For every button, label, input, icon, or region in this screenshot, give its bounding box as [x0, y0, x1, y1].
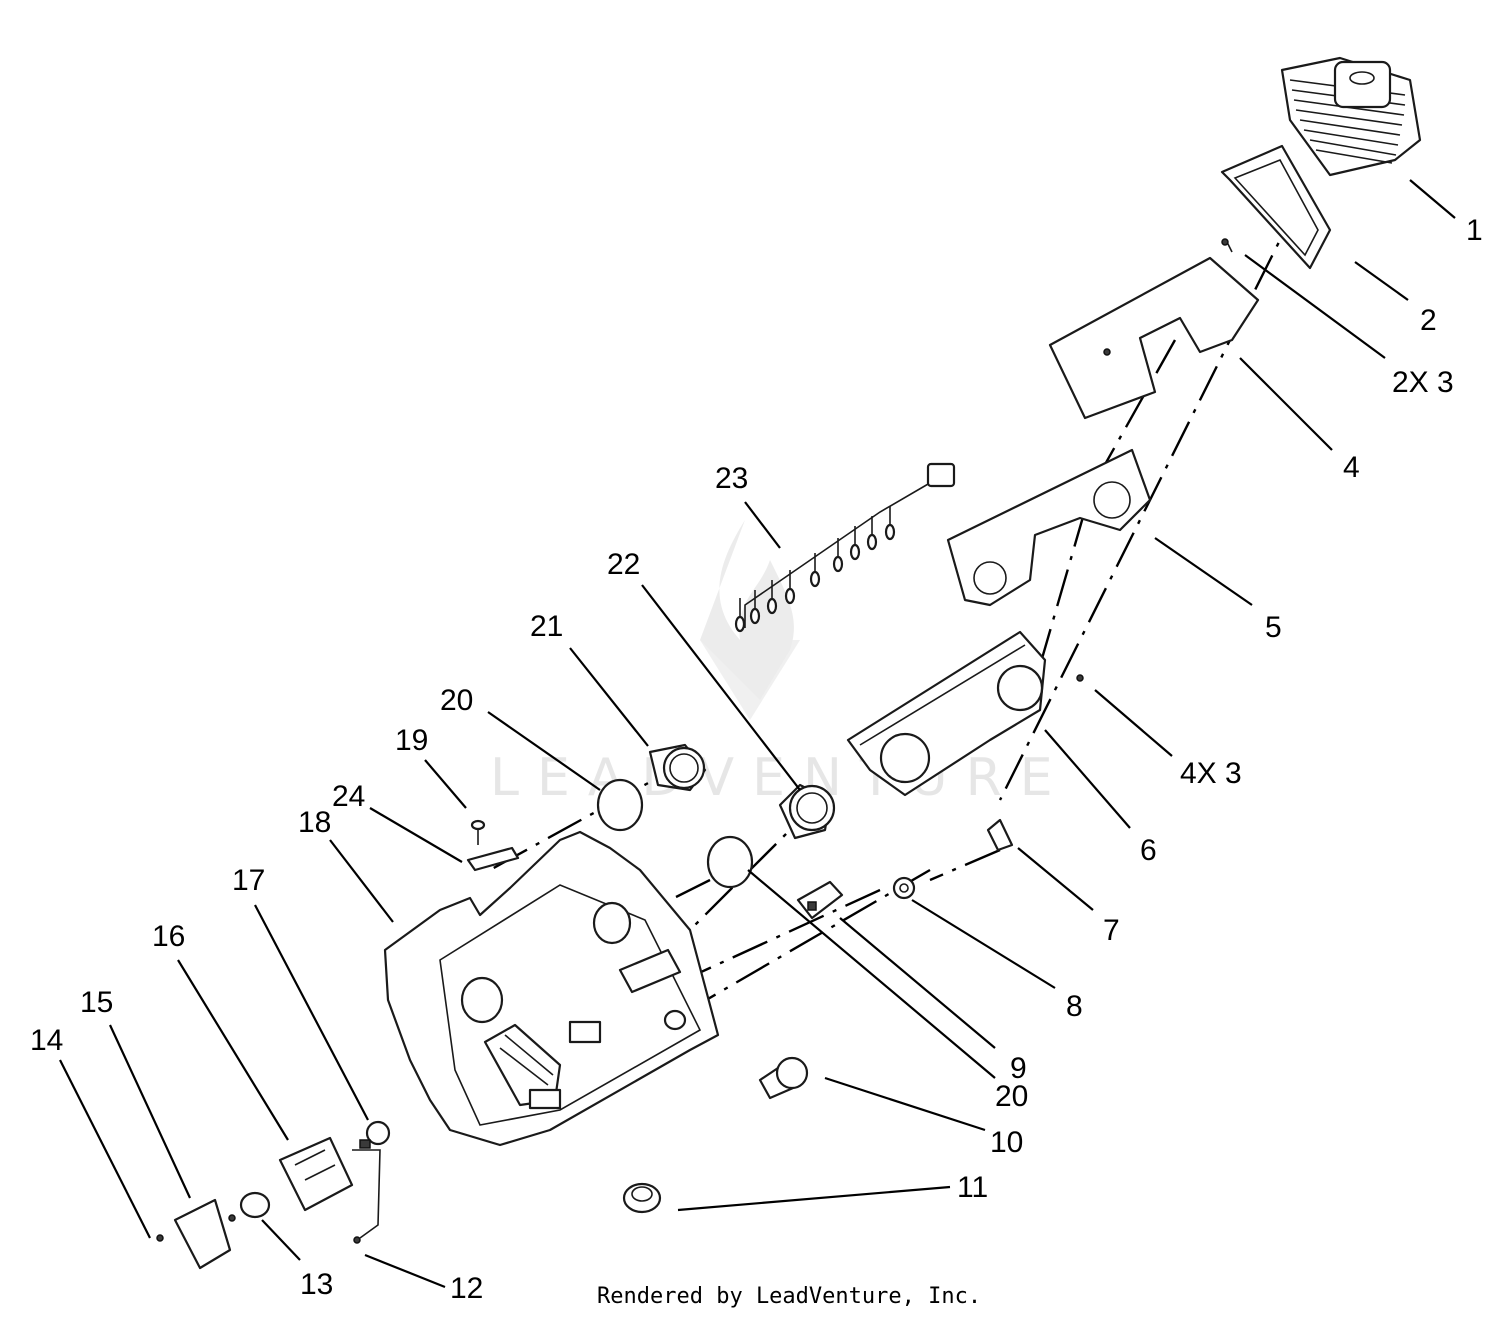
part-21-gauge [648, 743, 707, 792]
harness-terminal [766, 597, 778, 615]
watermark-text: LEADVENTURE [490, 748, 1071, 808]
part-10-light [758, 1056, 809, 1100]
callout-19: 19 [395, 724, 428, 757]
callout-22: 22 [607, 548, 640, 581]
harness-terminal [809, 570, 821, 588]
callout-8: 8 [1066, 990, 1083, 1023]
part-11-knob [622, 1182, 662, 1214]
part-22-gauge [778, 783, 836, 840]
part-5-gasket-plate [946, 448, 1152, 607]
part-8-nut [892, 876, 916, 900]
harness-terminal [866, 533, 878, 551]
harness-terminal [749, 607, 761, 625]
callout-2x3: 2X 3 [1392, 366, 1454, 399]
harness-terminal [849, 543, 861, 561]
callout-13: 13 [300, 1268, 333, 1301]
callout-5: 5 [1265, 611, 1282, 644]
callout-24: 24 [332, 780, 365, 813]
part-16-switch-block [278, 1136, 354, 1212]
callout-18: 18 [298, 806, 331, 839]
part-13-grommet [239, 1191, 271, 1219]
part-9-switch [796, 880, 844, 920]
callout-14: 14 [30, 1024, 63, 1057]
part-24-clip [466, 846, 520, 872]
callout-7: 7 [1103, 914, 1120, 947]
callout-9: 9 [1010, 1052, 1027, 1085]
part-6-gauge-housing [846, 630, 1084, 797]
part-23-wire-harness [734, 462, 956, 633]
callout-1: 1 [1466, 214, 1483, 247]
part-19-screw [470, 819, 486, 845]
callout-23: 23 [715, 462, 748, 495]
part-17-bulb [359, 1120, 391, 1149]
part-18-dash-housing [383, 830, 720, 1147]
harness-terminal [832, 555, 844, 573]
part-15-bracket [173, 1198, 236, 1270]
callout-15: 15 [80, 986, 113, 1019]
part-7-plug [986, 818, 1014, 852]
part-4-upper-panel [1048, 256, 1260, 420]
harness-terminal [884, 523, 896, 541]
callout-17: 17 [232, 864, 265, 897]
harness-terminal [734, 615, 746, 633]
callout-2: 2 [1420, 304, 1437, 337]
callout-21: 21 [530, 610, 563, 643]
callout-labels: 1 2 2X 3 4 5 4X 3 6 7 8 9 20 10 11 12 13… [30, 214, 1483, 1305]
callout-20-upper: 20 [440, 684, 473, 717]
callout-6: 6 [1140, 834, 1157, 867]
callout-11: 11 [957, 1171, 988, 1204]
part-14-pin [156, 1234, 164, 1242]
part-1-cover [1280, 56, 1422, 177]
callout-20-lower: 20 [995, 1080, 1028, 1113]
callout-4: 4 [1343, 451, 1360, 484]
part-20-ring-lower [706, 835, 754, 889]
callout-12: 12 [450, 1272, 483, 1305]
part-20-ring-upper [596, 778, 644, 832]
footer-credit: Rendered by LeadVenture, Inc. [597, 1284, 981, 1309]
part-2-bezel-frame [1220, 144, 1332, 270]
harness-terminal [784, 587, 796, 605]
callout-leaders [59, 179, 1456, 1289]
part-12-screw [352, 1149, 381, 1244]
harness-terminals [734, 506, 896, 633]
callout-16: 16 [152, 920, 185, 953]
callout-10: 10 [990, 1126, 1023, 1159]
callout-4x3: 4X 3 [1180, 757, 1242, 790]
